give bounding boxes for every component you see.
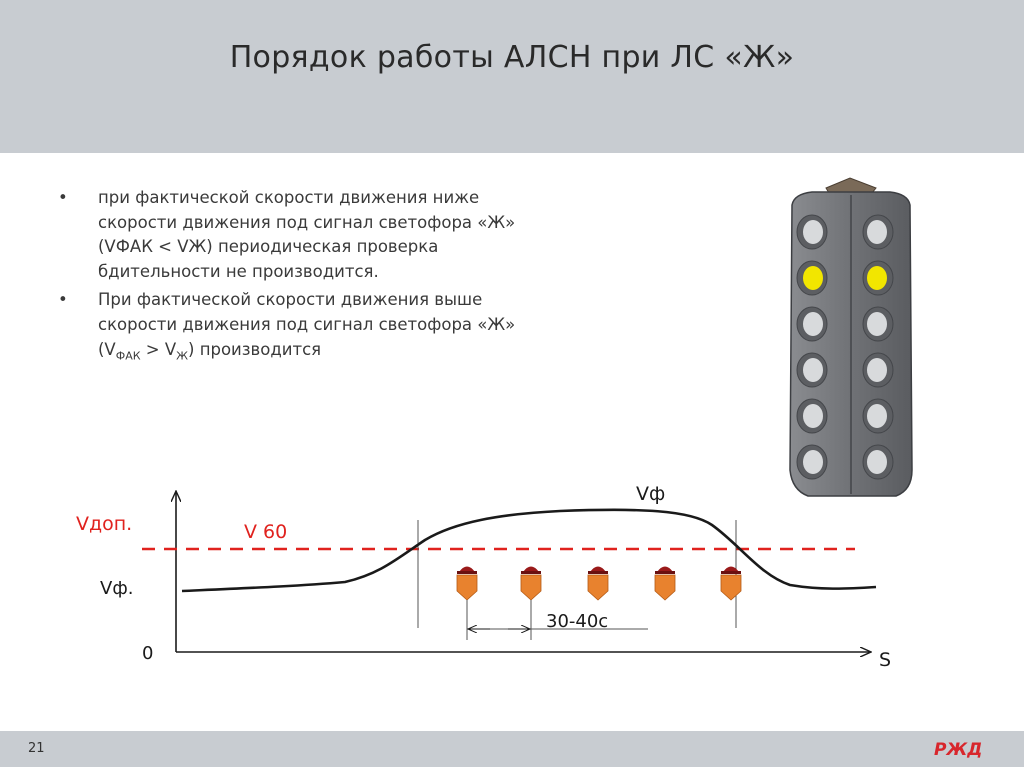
header-band: Порядок работы АЛСН при ЛС «Ж» — [0, 0, 1024, 153]
label-origin: 0 — [142, 643, 153, 664]
footer-band: 21 РЖД — [0, 731, 1024, 767]
label-vf-axis: Vф. — [100, 578, 133, 599]
bullet-item-1: • при фактической скорости движения ниже… — [58, 186, 558, 284]
bullet-text-line-2: скорости движения под сигнал светофора «… — [98, 314, 516, 334]
label-vf-curve: Vф — [636, 483, 665, 505]
subscript-zh: Ж — [176, 348, 189, 362]
actual-speed-curve — [181, 508, 877, 593]
alert-bell-icons — [456, 566, 742, 601]
bullet-text-mid: > V — [140, 339, 177, 359]
alert-bell-icon — [654, 566, 676, 601]
bullet-marker: • — [58, 188, 68, 207]
bullet-item-2: • При фактической скорости движения выше… — [58, 288, 558, 368]
subscript-fak: ФАК — [115, 348, 141, 362]
page-title: Порядок работы АЛСН при ЛС «Ж» — [229, 40, 795, 75]
alert-bell-icon — [720, 566, 742, 601]
label-vdop: Vдоп. — [76, 513, 132, 535]
bullet-text-line-1: При фактической скорости движения выше — [98, 290, 483, 310]
bullet-text: при фактической скорости движения ниже с… — [98, 188, 516, 281]
bullet-text-close: ) производится — [188, 339, 322, 359]
label-interval: 30-40с — [546, 611, 608, 632]
label-s-axis: S — [879, 649, 891, 671]
rzd-logo: РЖД — [934, 740, 982, 760]
page-number: 21 — [28, 741, 45, 756]
bullet-marker: • — [58, 290, 68, 310]
alert-bell-icon — [456, 566, 478, 601]
bullet-text-open: (V — [98, 339, 116, 359]
alert-bell-icon — [587, 566, 609, 601]
alert-bell-icon — [520, 566, 542, 601]
bullet-list: • при фактической скорости движения ниже… — [58, 186, 558, 372]
label-v60: V 60 — [244, 521, 287, 543]
svg-text:РЖД: РЖД — [934, 740, 982, 760]
